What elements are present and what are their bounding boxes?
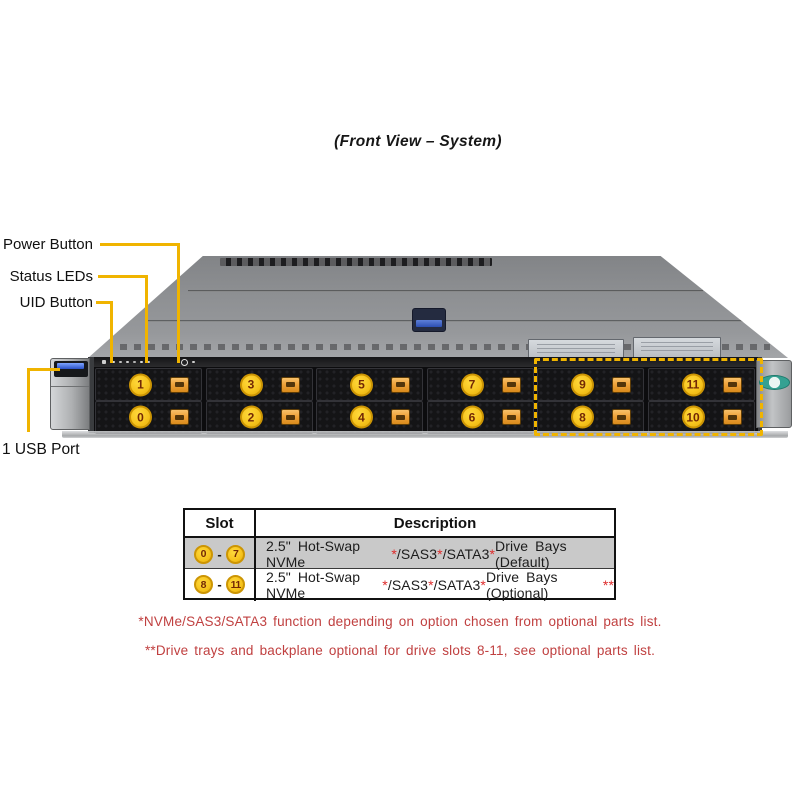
drive-latch-button bbox=[170, 376, 189, 393]
footnote-optional-trays: **Drive trays and backplane optional for… bbox=[144, 643, 656, 658]
slot-number-badge: 6 bbox=[460, 405, 484, 429]
drive-latch-button bbox=[612, 409, 631, 425]
callout-line-power-h bbox=[100, 243, 180, 246]
usb-connector-tongue bbox=[57, 363, 84, 369]
slot-number-badge: 3 bbox=[239, 373, 263, 396]
slot-number-badge: 0 bbox=[193, 544, 213, 564]
slot-range-cell: 0-7 bbox=[185, 538, 254, 570]
chassis-groove bbox=[146, 320, 786, 322]
table-header-description: Description bbox=[254, 510, 614, 536]
drive-latch-button bbox=[280, 409, 300, 425]
slot-number-badge: 2 bbox=[239, 405, 263, 429]
drive-tray-slot-6: 6 bbox=[426, 400, 534, 434]
slot-number-badge: 9 bbox=[571, 373, 594, 396]
drive-latch-button bbox=[501, 409, 521, 425]
drive-tray-slot-9: 9 bbox=[537, 368, 644, 401]
uid-button-icon bbox=[102, 360, 106, 364]
callout-label-usb-port: 1 USB Port bbox=[2, 441, 80, 458]
chassis-info-label bbox=[528, 339, 624, 358]
callout-line-status-h bbox=[98, 275, 148, 278]
slot-number-badge: 7 bbox=[460, 373, 484, 396]
drive-tray-slot-2: 2 bbox=[205, 400, 313, 434]
table-header-row: Slot Description bbox=[185, 510, 614, 538]
callout-label-power-button: Power Button bbox=[2, 236, 93, 253]
optional-slots-dashed-outline bbox=[534, 358, 763, 436]
drive-latch-button bbox=[722, 376, 742, 393]
drive-latch-button bbox=[170, 409, 189, 425]
description-cell: 2.5" Hot-Swap NVMe*/SAS3*/SATA3* Drive B… bbox=[254, 538, 614, 570]
callout-line-power-v bbox=[177, 243, 180, 363]
drive-tray-slot-10: 10 bbox=[647, 400, 755, 434]
drive-latch-button bbox=[391, 376, 410, 393]
front-control-strip bbox=[94, 357, 758, 367]
chassis-bottom-edge bbox=[62, 431, 788, 438]
callout-label-uid-button: UID Button bbox=[19, 294, 93, 311]
callout-line-status-v bbox=[145, 275, 148, 363]
logo-sticker bbox=[759, 375, 790, 390]
drive-tray-slot-3: 3 bbox=[205, 368, 313, 401]
chassis-info-label bbox=[633, 337, 721, 358]
slot-number-badge: 10 bbox=[681, 405, 705, 429]
service-tag-pull-tab bbox=[412, 308, 446, 332]
slot-number-badge: 0 bbox=[129, 405, 152, 429]
table-header-slot: Slot bbox=[205, 514, 234, 532]
chassis-rear-sticker-strip bbox=[220, 258, 492, 266]
drive-latch-button bbox=[280, 376, 300, 393]
chassis-groove bbox=[188, 290, 703, 292]
drive-tray-slot-4: 4 bbox=[316, 400, 423, 434]
drive-tray-slot-11: 11 bbox=[647, 368, 755, 401]
callout-line-uid-h bbox=[96, 301, 113, 304]
slot-number-badge: 7 bbox=[226, 544, 246, 564]
power-button-icon bbox=[181, 359, 188, 366]
server-chassis-top bbox=[88, 256, 788, 358]
drive-latch-button bbox=[391, 409, 410, 425]
slot-range-cell: 8-11 bbox=[185, 569, 254, 601]
slot-number-badge: 11 bbox=[681, 373, 705, 396]
callout-label-status-leds: Status LEDs bbox=[9, 268, 93, 285]
drive-latch-button bbox=[722, 409, 742, 425]
figure-title: (Front View – System) bbox=[334, 133, 502, 150]
drive-tray-slot-0: 0 bbox=[95, 400, 202, 434]
slot-number-badge: 1 bbox=[129, 373, 152, 396]
drive-tray-slot-1: 1 bbox=[95, 368, 202, 401]
usb-port bbox=[54, 361, 88, 377]
drive-tray-slot-7: 7 bbox=[426, 368, 534, 401]
slot-number-badge: 4 bbox=[350, 405, 373, 429]
description-cell: 2.5" Hot-Swap NVMe*/SAS3*/SATA3* Drive B… bbox=[254, 568, 614, 601]
drive-tray-slot-5: 5 bbox=[316, 368, 423, 401]
callout-line-usb-v bbox=[27, 368, 30, 432]
status-leds-icons bbox=[112, 360, 115, 363]
callout-line-uid-v bbox=[110, 301, 113, 363]
slot-number-badge: 8 bbox=[571, 405, 594, 429]
drive-latch-button bbox=[612, 376, 631, 393]
drive-tray-slot-8: 8 bbox=[537, 400, 644, 434]
callout-line-usb-h bbox=[27, 368, 60, 371]
slot-number-badge: 11 bbox=[226, 575, 246, 594]
slot-number-badge: 5 bbox=[350, 373, 373, 396]
power-led-icon bbox=[192, 360, 195, 363]
drive-latch-button bbox=[501, 376, 521, 393]
slot-number-badge: 8 bbox=[193, 575, 213, 594]
chassis-front-vents bbox=[120, 344, 770, 350]
footnote-nvme: *NVMe/SAS3/SATA3 function depending on o… bbox=[138, 614, 662, 629]
